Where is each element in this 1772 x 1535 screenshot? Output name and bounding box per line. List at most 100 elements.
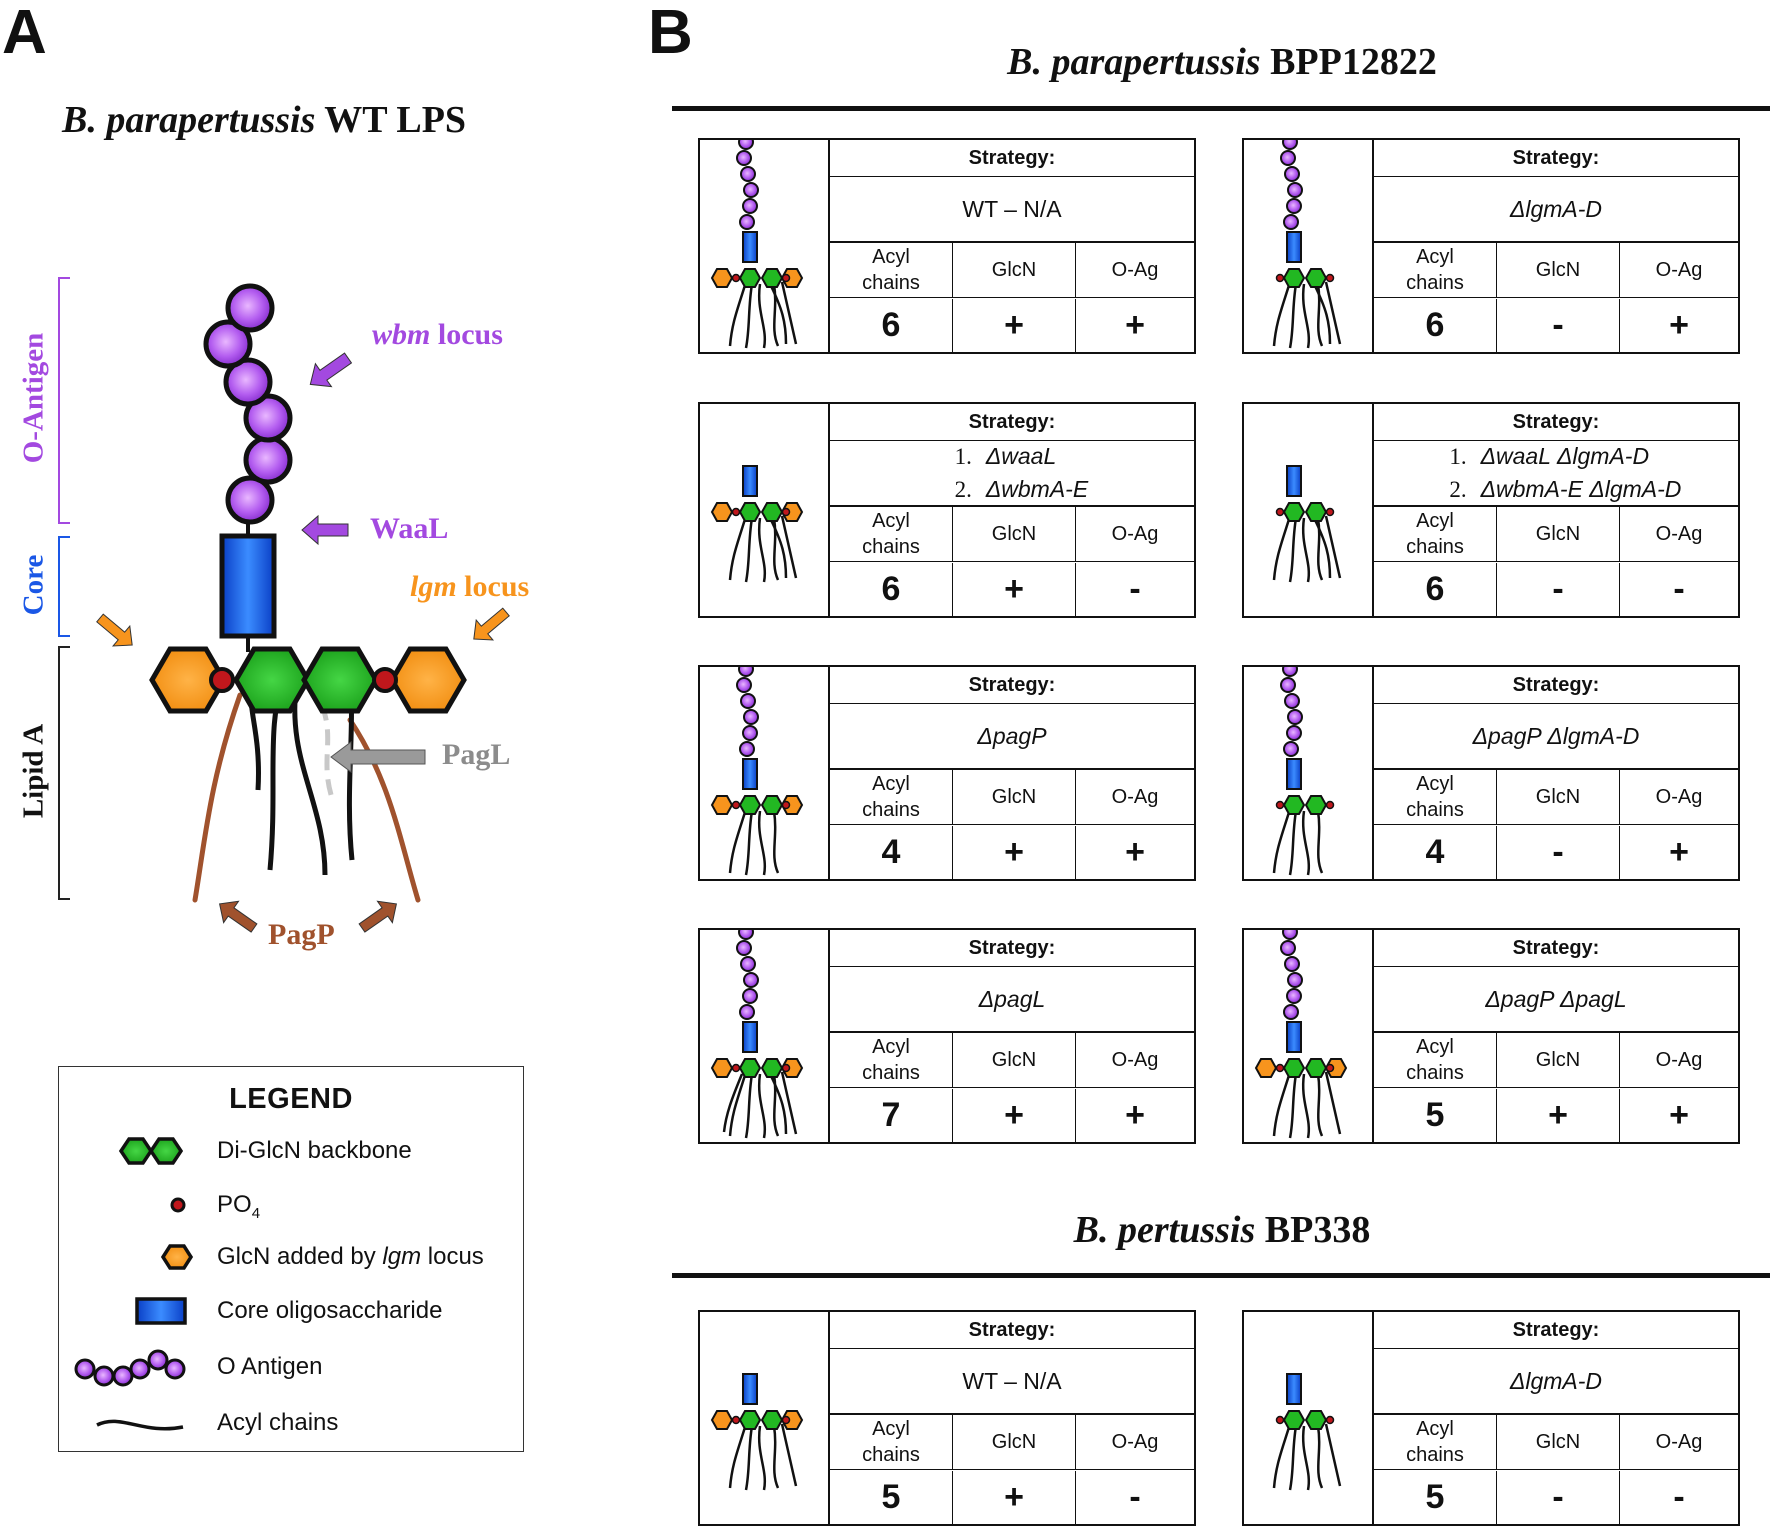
pagp-acyl-chain-left	[192, 692, 243, 903]
glcn-status: -	[1497, 299, 1620, 352]
strategy-cell: ΔpagP	[830, 704, 1194, 770]
lgm-arrow-right	[473, 607, 510, 641]
header-acyl-line1: Acyl	[1416, 1418, 1454, 1440]
header-oag: O-Ag	[1655, 786, 1703, 808]
oag-status: -	[1129, 1478, 1141, 1516]
section-2-title: B. pertussis BP338	[672, 1208, 1772, 1252]
header-acyl-line2: chains	[862, 272, 920, 294]
header-glcn: GlcN	[953, 507, 1076, 561]
acyl-count: 6	[1374, 563, 1497, 616]
o-antigen-sugar	[223, 357, 273, 407]
section-2-rule	[672, 1273, 1770, 1278]
pagp-label: PagP	[268, 918, 335, 951]
core-rectangle	[219, 533, 277, 639]
oag-status: +	[1669, 1096, 1689, 1134]
header-acyl-line1: Acyl	[872, 1036, 910, 1058]
glcn-status: +	[953, 1471, 1076, 1524]
section-2-species: B. pertussis	[1073, 1209, 1256, 1251]
strategy-label: Strategy:	[1374, 1312, 1738, 1349]
strategy-value: WT – N/A	[962, 195, 1062, 222]
core-bracket	[58, 536, 70, 637]
strategy-number: 1.	[1449, 444, 1467, 469]
lgm-locus-label: lgm locus	[410, 570, 529, 604]
header-acyl-line1: Acyl	[1416, 1036, 1454, 1058]
panel-b-letter: B	[648, 0, 693, 67]
glcn-status: +	[1497, 1089, 1620, 1142]
strategy-label: Strategy:	[830, 930, 1194, 967]
wbm-arrow	[309, 352, 353, 388]
header-acyl-line1: Acyl	[1416, 773, 1454, 795]
header-glcn: GlcN	[1497, 1033, 1620, 1087]
glcn-status: -	[1497, 1471, 1620, 1524]
po4-subscript: 4	[251, 1204, 261, 1222]
header-acyl-line2: chains	[1406, 272, 1464, 294]
strategy-line: 2.ΔwbmA-E	[936, 473, 1089, 506]
legend-text-po4: PO4	[217, 1191, 260, 1222]
lps-variant-icon	[700, 134, 830, 352]
lgm-arrow-left	[96, 613, 133, 647]
glcn-status: -	[1497, 563, 1620, 616]
strategy-cell: ΔpagL	[830, 967, 1194, 1033]
strategy-value: ΔpagP ΔlgmA-D	[1472, 722, 1640, 749]
panel-a-title-rest: WT LPS	[315, 99, 467, 141]
oag-status: +	[1125, 306, 1145, 344]
strategy-value: ΔwaaL ΔlgmA-D	[1480, 443, 1650, 469]
lps-variant-icon	[1244, 1312, 1374, 1524]
legend-text-o-antigen: O Antigen	[217, 1353, 323, 1380]
legend-title: LEGEND	[229, 1083, 353, 1115]
header-oag: O-Ag	[1655, 1431, 1703, 1453]
glcn-status: +	[953, 826, 1076, 879]
pagp-arrow-left	[218, 900, 258, 933]
strategy-line: 1. ΔwaaL	[936, 440, 1088, 473]
legend-row-di-glcn: Di-GlcN backbone	[59, 1129, 523, 1173]
lps-structure-diagram	[96, 283, 510, 933]
po4-text: PO	[217, 1191, 252, 1218]
section-1-strain: BPP12822	[1260, 41, 1437, 83]
glcn-status: +	[953, 563, 1076, 616]
strategy-label: Strategy:	[1374, 140, 1738, 177]
glcn-status: +	[953, 299, 1076, 352]
pagl-label: PagL	[442, 738, 511, 771]
strategy-cell: WT – N/A	[830, 177, 1194, 243]
strategy-value: ΔwaaL	[985, 443, 1057, 469]
glcn-hexagon-right	[301, 646, 379, 714]
lps-variant-icon	[1244, 661, 1374, 879]
po4-icon	[170, 1197, 186, 1213]
section-2-strain: BP338	[1255, 1209, 1371, 1251]
header-glcn: GlcN	[1497, 507, 1620, 561]
oag-status: +	[1669, 306, 1689, 344]
acyl-count: 5	[830, 1471, 953, 1524]
strategy-value: ΔwbmA-E ΔlgmA-D	[1480, 476, 1682, 502]
pagl-acyl-chain	[319, 704, 335, 799]
header-acyl-line2: chains	[1406, 799, 1464, 821]
header-acyl-line2: chains	[1406, 1062, 1464, 1084]
strategy-number: 1.	[954, 444, 972, 469]
acyl-count: 6	[1374, 299, 1497, 352]
header-glcn: GlcN	[953, 243, 1076, 297]
legend-row-o-antigen: O Antigen	[59, 1345, 523, 1389]
wbm-italic: wbm	[372, 318, 431, 351]
lps-variant-icon	[1244, 404, 1374, 616]
panel-a-title: B. parapertussis WT LPS	[62, 98, 466, 142]
lps-variant-icon	[700, 661, 830, 879]
legend-row-po4: PO4	[59, 1183, 523, 1227]
glcn-status: +	[953, 1089, 1076, 1142]
strategy-cell: ΔpagP ΔpagL	[1374, 967, 1738, 1033]
pagl-arrow	[330, 741, 426, 773]
header-acyl-line2: chains	[862, 536, 920, 558]
o-antigen-sugar	[225, 475, 275, 525]
legend-row-core: Core oligosaccharide	[59, 1289, 523, 1333]
header-glcn: GlcN	[1497, 1415, 1620, 1469]
acyl-count: 7	[830, 1089, 953, 1142]
strategy-value: WT – N/A	[962, 1367, 1062, 1394]
